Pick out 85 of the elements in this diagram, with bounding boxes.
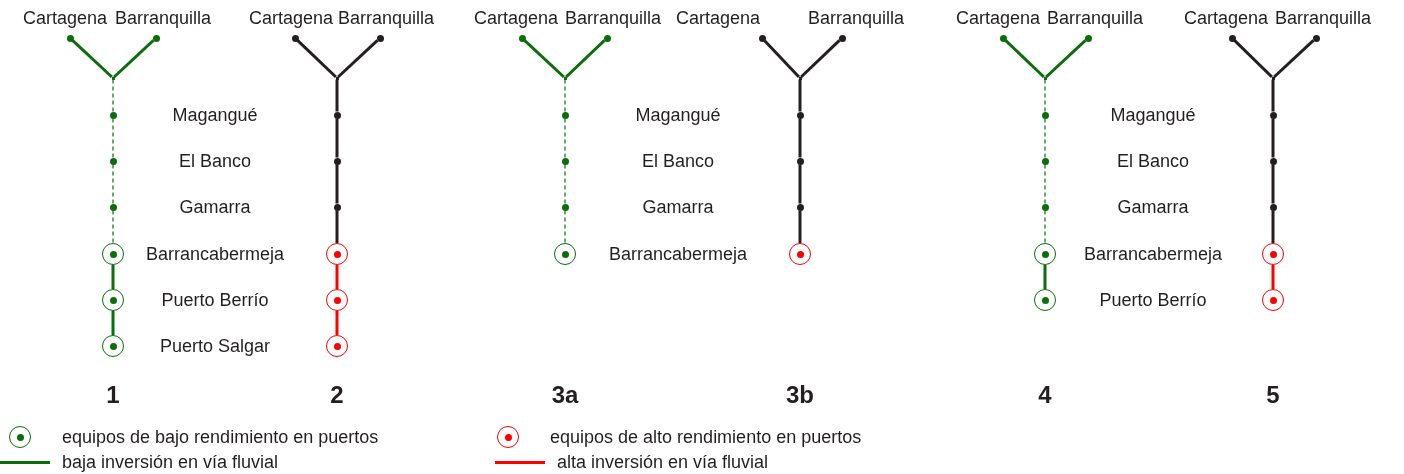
scenario-number: 5 — [1266, 380, 1280, 410]
route-line — [335, 210, 339, 243]
route-line — [296, 39, 337, 79]
route-line — [523, 39, 565, 79]
route-line — [798, 210, 802, 243]
route-line — [1233, 39, 1273, 79]
line-junction — [563, 76, 567, 80]
city-name: Cartagena — [675, 7, 760, 29]
city-name: Barranquilla — [1047, 7, 1144, 29]
route-line — [1043, 265, 1047, 289]
route-line — [798, 164, 802, 204]
station-name: Gamarra — [642, 195, 714, 219]
route-line — [1271, 79, 1275, 112]
route-line — [1273, 39, 1315, 79]
line-junction — [798, 76, 802, 80]
station-name: Barrancabermeja — [608, 242, 748, 266]
station-name: Gamarra — [179, 195, 251, 219]
route-line — [800, 39, 841, 79]
route-line — [113, 39, 155, 79]
route-line — [112, 117, 114, 159]
route-line — [564, 163, 566, 205]
route-line — [564, 117, 566, 159]
route-line — [1044, 163, 1046, 205]
city-name: Barranquilla — [565, 7, 662, 29]
route-line — [1044, 117, 1046, 159]
route-line — [111, 311, 115, 335]
legend-text: alta inversión en vía fluvial — [557, 451, 769, 473]
route-line — [763, 39, 801, 78]
scenario-number: 1 — [106, 380, 120, 410]
station-name: Gamarra — [1117, 195, 1189, 219]
line-junction — [1043, 76, 1047, 80]
route-line — [335, 164, 339, 204]
city-name: Cartagena — [248, 7, 333, 29]
city-name: Barranquilla — [338, 7, 435, 29]
route-line — [564, 209, 566, 244]
station-name: El Banco — [642, 149, 714, 173]
station-name: Puerto Berrío — [161, 288, 269, 312]
station-name: Barrancabermeja — [145, 242, 285, 266]
route-line — [335, 311, 339, 335]
route-line — [112, 209, 114, 244]
city-name: Cartagena — [1183, 7, 1268, 29]
route-line — [111, 265, 115, 289]
station-name: Barrancabermeja — [1083, 242, 1223, 266]
legend-text: baja inversión en vía fluvial — [62, 451, 279, 473]
route-line — [112, 78, 114, 113]
city-name: Barranquilla — [1275, 7, 1372, 29]
scenario-number: 4 — [1038, 380, 1052, 410]
city-name: Barranquilla — [808, 7, 905, 29]
station-name: Magangué — [172, 103, 258, 127]
route-line — [1271, 164, 1275, 204]
route-line — [335, 118, 339, 158]
route-line — [335, 265, 339, 289]
route-line — [1045, 39, 1087, 79]
scenario-number: 2 — [330, 380, 344, 410]
route-line — [1004, 39, 1045, 79]
route-line — [1044, 209, 1046, 244]
station-name: Magangué — [635, 103, 721, 127]
route-line — [71, 39, 113, 79]
route-line — [1044, 78, 1046, 113]
line-junction — [335, 76, 339, 80]
route-line — [798, 118, 802, 158]
city-name: Cartagena — [473, 7, 558, 29]
scenario-number: 3a — [551, 380, 579, 410]
route-line — [112, 163, 114, 205]
station-name: El Banco — [1117, 149, 1189, 173]
route-line — [1271, 210, 1275, 243]
legend-text: equipos de alto rendimiento en puertos — [550, 426, 862, 448]
route-line — [1271, 265, 1275, 289]
route-line — [565, 39, 606, 79]
station-name: Magangué — [1110, 103, 1196, 127]
station-name: El Banco — [179, 149, 251, 173]
city-name: Cartagena — [955, 7, 1040, 29]
route-line — [335, 79, 339, 112]
city-name: Barranquilla — [115, 7, 212, 29]
legend-text: equipos de bajo rendimiento en puertos — [62, 426, 379, 448]
route-line — [798, 79, 802, 112]
line-junction — [111, 76, 115, 80]
station-name: Puerto Salgar — [159, 334, 271, 358]
route-line — [337, 39, 379, 79]
route-line — [564, 78, 566, 113]
scenario-number: 3b — [786, 380, 814, 410]
route-line — [1271, 118, 1275, 158]
line-junction — [1271, 76, 1275, 80]
station-name: Puerto Berrío — [1099, 288, 1207, 312]
city-name: Cartagena — [22, 7, 107, 29]
